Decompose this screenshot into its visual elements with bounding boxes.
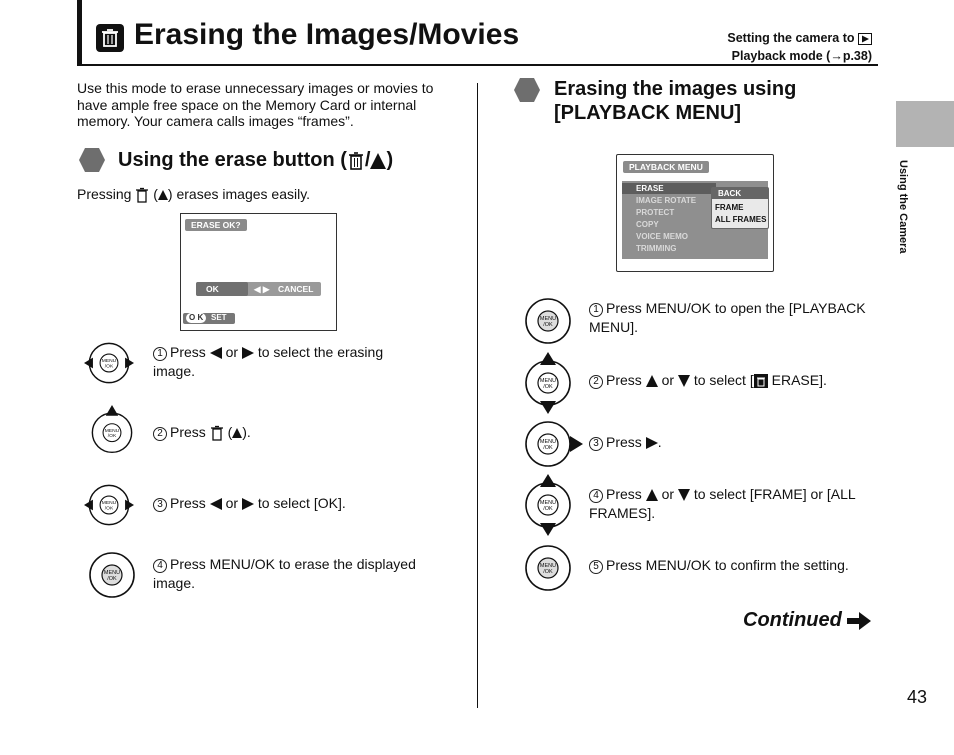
header-note: Setting the camera to Playback mode (→p.… bbox=[727, 29, 872, 65]
side-tab bbox=[896, 101, 954, 147]
submenu-all-frames: ALL FRAMES bbox=[715, 215, 767, 224]
playback-icon bbox=[858, 32, 872, 45]
trash-icon bbox=[348, 151, 363, 170]
svg-text:/OK: /OK bbox=[543, 569, 553, 575]
hexagon-icon bbox=[514, 78, 540, 102]
svg-text:MENU: MENU bbox=[102, 358, 117, 364]
hexagon-icon bbox=[79, 148, 105, 172]
column-divider bbox=[477, 83, 478, 708]
arrow-right-icon bbox=[847, 611, 872, 630]
up-arrow-icon bbox=[645, 489, 658, 502]
trash-icon bbox=[753, 374, 768, 389]
trash-icon bbox=[96, 24, 124, 52]
submenu-back: BACK bbox=[718, 189, 742, 198]
svg-text:MENU: MENU bbox=[102, 500, 117, 506]
submenu-frame: FRAME bbox=[715, 203, 744, 212]
playback-menu-list: ERASE IMAGE ROTATE PROTECT COPY VOICE ME… bbox=[622, 181, 769, 259]
page-title: Erasing the Images/Movies bbox=[134, 18, 520, 51]
dial-up-down-icon: MENU /OK bbox=[525, 474, 571, 536]
dial-left-right-icon: MENU /OK bbox=[84, 342, 134, 384]
right-arrow-icon bbox=[241, 498, 254, 511]
up-arrow-icon bbox=[645, 375, 658, 388]
svg-text:MENU: MENU bbox=[540, 439, 556, 445]
svg-text:MENU: MENU bbox=[105, 428, 120, 434]
left-arrow-icon bbox=[209, 347, 222, 360]
intro-text: Use this mode to erase unnecessary image… bbox=[77, 80, 434, 129]
svg-text:/OK: /OK bbox=[543, 445, 553, 451]
header-note-line1: Setting the camera to bbox=[727, 31, 855, 45]
playback-menu-title: PLAYBACK MENU bbox=[623, 161, 709, 173]
continued-label: Continued bbox=[743, 609, 872, 632]
left-right-icon: ◀ ▶ bbox=[254, 284, 270, 294]
dial-up-icon: MENU /OK bbox=[91, 405, 133, 454]
page-number: 43 bbox=[907, 687, 928, 707]
ok-set-indicator: O K SET bbox=[183, 313, 235, 324]
svg-text:MENU: MENU bbox=[540, 378, 556, 384]
right-arrow-icon bbox=[645, 437, 658, 450]
up-arrow-icon bbox=[157, 190, 168, 201]
svg-text:MENU: MENU bbox=[540, 500, 556, 506]
trash-icon bbox=[136, 188, 149, 203]
header-rule bbox=[77, 64, 878, 66]
down-arrow-icon bbox=[677, 375, 690, 388]
dial-right-icon: MENU /OK bbox=[525, 421, 583, 467]
header-note-line2: Playback mode (→p.38) bbox=[731, 49, 872, 63]
erase-ok-title: ERASE OK? bbox=[185, 219, 247, 231]
side-label: Using the Camera bbox=[897, 160, 909, 254]
erase-button-lead: Pressing () erases images easily. bbox=[77, 186, 311, 203]
erase-submenu: BACK FRAME ALL FRAMES bbox=[711, 187, 769, 229]
trash-icon bbox=[210, 426, 223, 441]
section-heading-playback-menu: Erasing the images using [PLAYBACK MENU] bbox=[554, 78, 797, 124]
svg-text:/OK: /OK bbox=[105, 363, 114, 369]
dial-center-icon: MENU /OK bbox=[525, 545, 571, 591]
svg-text:/OK: /OK bbox=[543, 384, 553, 390]
menu-item-protect: PROTECT bbox=[636, 208, 675, 217]
svg-text:MENU: MENU bbox=[540, 563, 556, 569]
erase-ok-screen: ERASE OK? OK ◀ ▶ CANCEL O K SET bbox=[180, 213, 337, 331]
up-arrow-icon bbox=[370, 152, 387, 169]
menu-item-image-rotate: IMAGE ROTATE bbox=[636, 196, 697, 205]
menu-item-trimming: TRIMMING bbox=[636, 244, 677, 253]
cancel-option: CANCEL bbox=[278, 284, 314, 294]
menu-item-copy: COPY bbox=[636, 220, 659, 229]
up-arrow-icon bbox=[232, 428, 243, 439]
header-bar bbox=[77, 0, 82, 64]
dial-center-icon: MENU /OK bbox=[89, 552, 135, 598]
svg-text:MENU: MENU bbox=[104, 570, 120, 576]
right-arrow-icon bbox=[241, 347, 254, 360]
menu-item-voice-memo: VOICE MEMO bbox=[636, 232, 689, 241]
svg-text:/OK: /OK bbox=[107, 576, 117, 582]
playback-menu-screen: PLAYBACK MENU ERASE IMAGE ROTATE PROTECT… bbox=[616, 154, 774, 272]
svg-text:/OK: /OK bbox=[543, 322, 553, 328]
dial-left-right-icon: MENU /OK bbox=[84, 484, 134, 526]
dial-center-icon: MENU /OK bbox=[525, 298, 571, 344]
ok-cancel-bar: OK ◀ ▶ CANCEL bbox=[196, 282, 321, 296]
svg-text:/OK: /OK bbox=[105, 505, 114, 511]
section-heading-erase-button: Using the erase button (/) bbox=[118, 149, 394, 171]
svg-text:/OK: /OK bbox=[108, 433, 117, 439]
down-arrow-icon bbox=[677, 489, 690, 502]
svg-text:/OK: /OK bbox=[543, 506, 553, 512]
svg-text:MENU: MENU bbox=[540, 316, 556, 322]
left-arrow-icon bbox=[209, 498, 222, 511]
menu-item-erase: ERASE bbox=[636, 184, 664, 193]
dial-up-down-icon: MENU /OK bbox=[525, 352, 571, 414]
ok-option: OK bbox=[206, 284, 219, 294]
